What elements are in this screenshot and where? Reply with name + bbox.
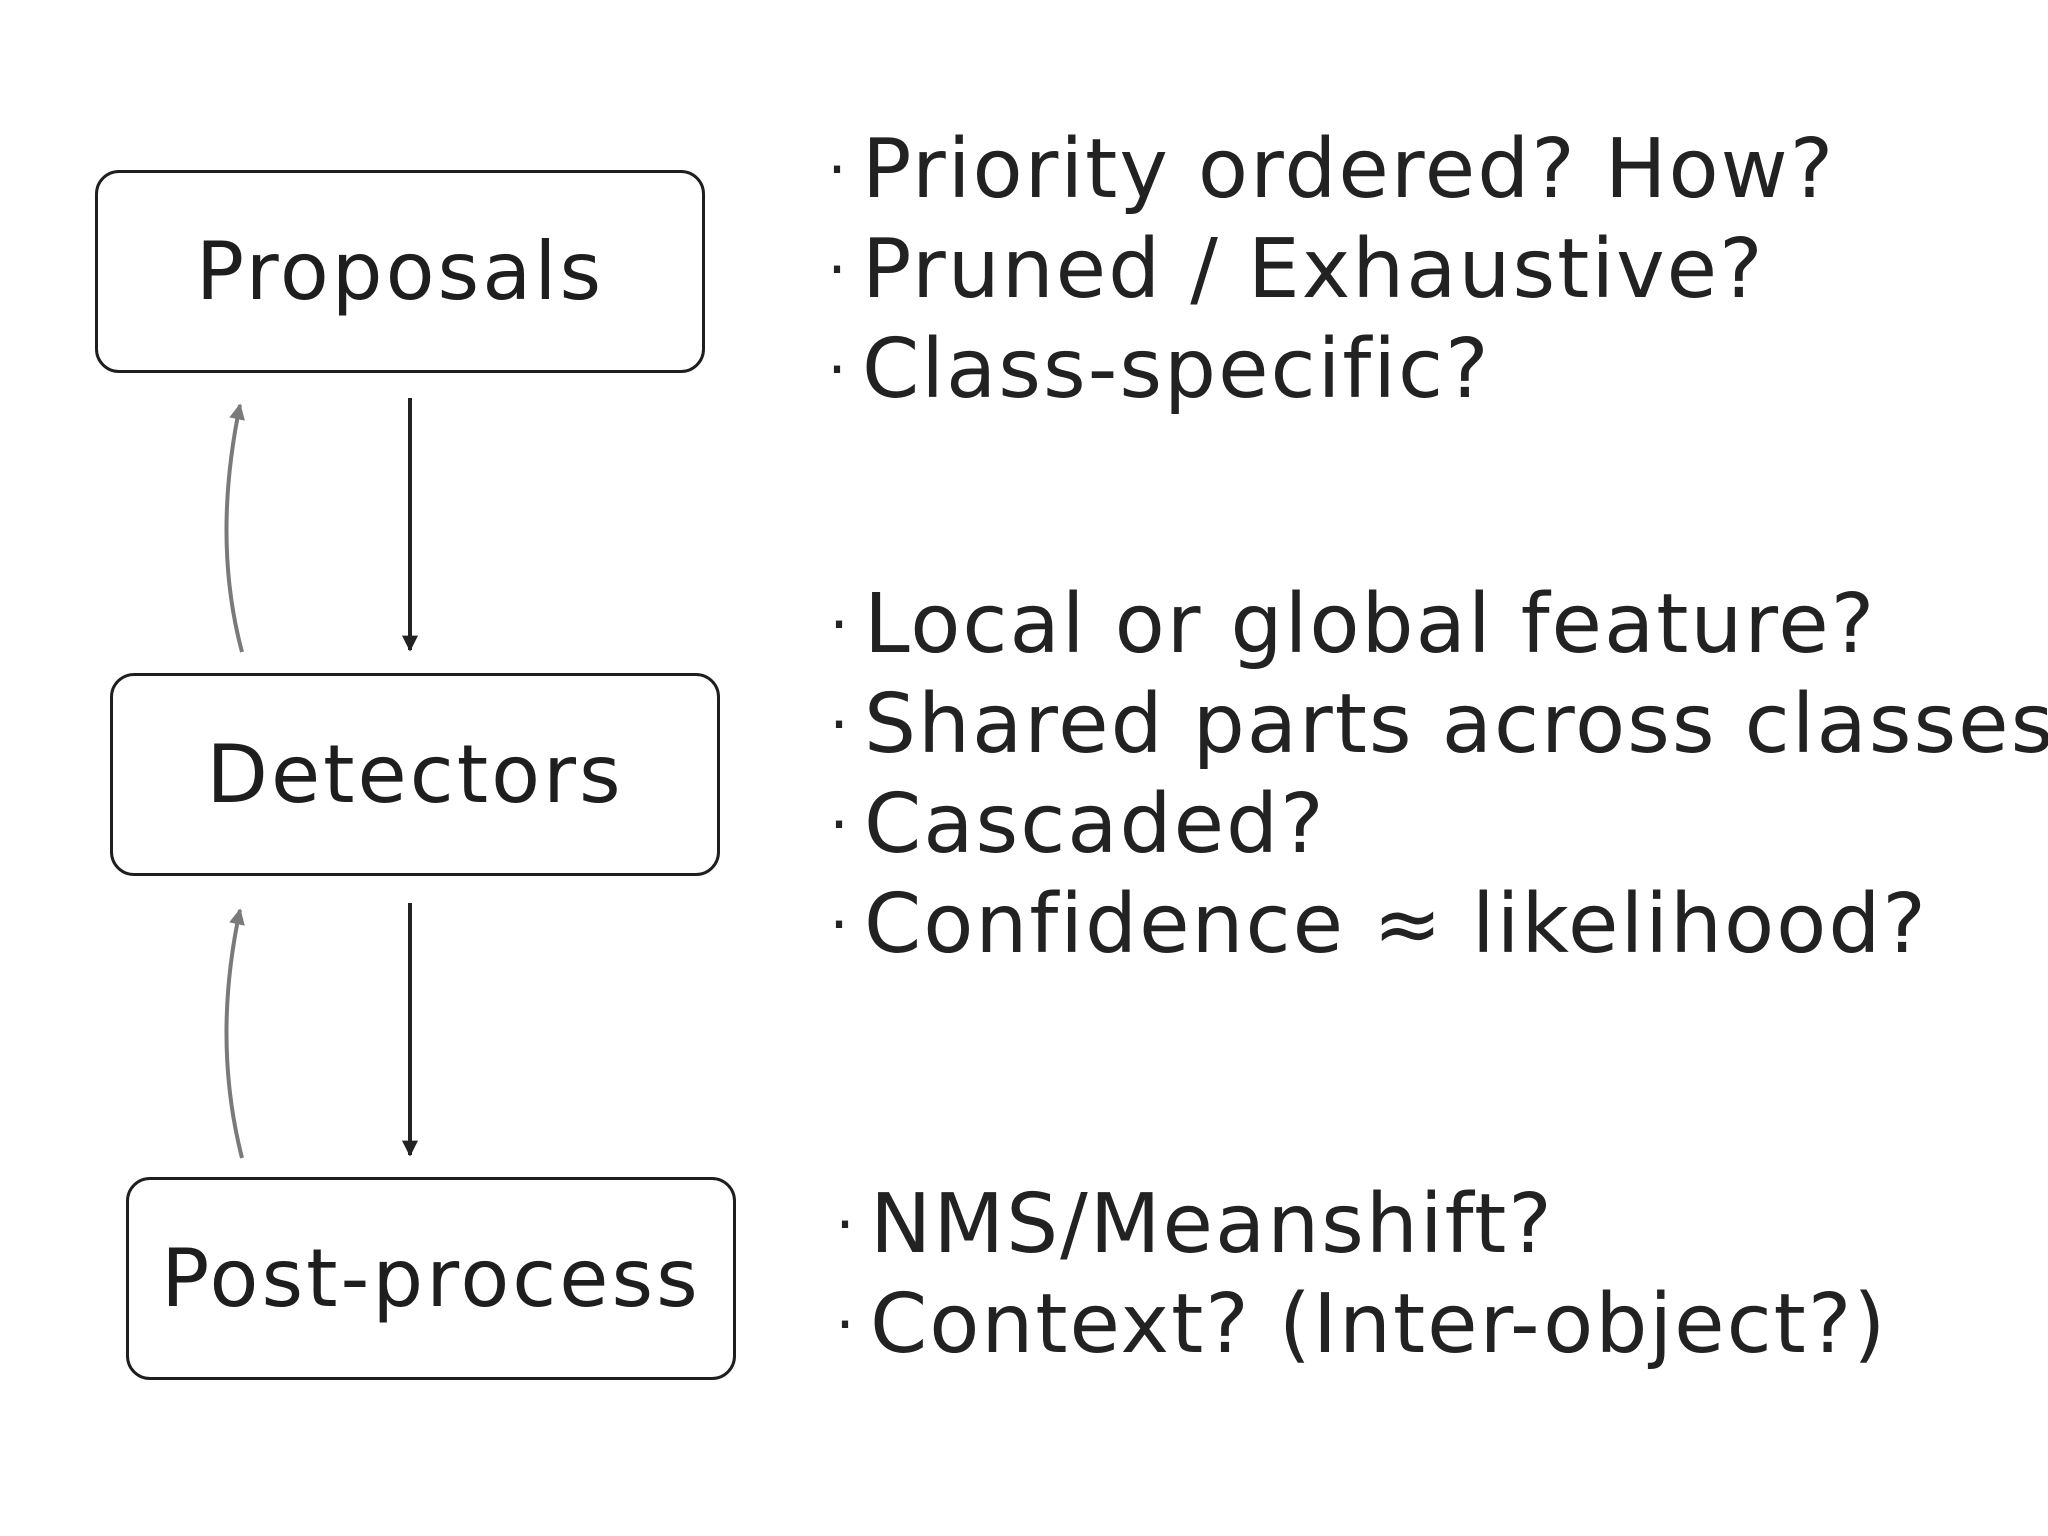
question-item: ·Confidence ≈ likelihood? [822, 875, 2048, 975]
bullet-dot: · [829, 590, 851, 660]
detectors-questions: ·Local or global feature? ·Shared parts … [822, 575, 2048, 975]
bullet-dot: · [829, 690, 851, 760]
bullet-dot: · [835, 1190, 857, 1260]
proposals-label: Proposals [195, 225, 605, 318]
proposals-questions: ·Priority ordered? How? ·Pruned / Exhaus… [820, 120, 1835, 420]
bullet-dot: · [827, 135, 849, 205]
bullet-dot: · [829, 890, 851, 960]
post-process-label: Post-process [161, 1232, 701, 1325]
question-text: Pruned / Exhaustive? [862, 222, 1765, 317]
question-text: Local or global feature? [864, 577, 1877, 672]
question-item: ·Pruned / Exhaustive? [820, 220, 1835, 320]
question-text: Shared parts across classes? [864, 677, 2048, 772]
question-text: Cascaded? [864, 777, 1326, 872]
question-item: ·Shared parts across classes? [822, 675, 2048, 775]
question-item: ·Local or global feature? [822, 575, 2048, 675]
question-item: ·Context? (Inter-object?) [828, 1275, 1887, 1375]
question-item: ·Cascaded? [822, 775, 2048, 875]
question-item: ·Priority ordered? How? [820, 120, 1835, 220]
post-process-questions: ·NMS/Meanshift? ·Context? (Inter-object?… [828, 1175, 1887, 1375]
question-text: Class-specific? [862, 322, 1491, 417]
question-text: NMS/Meanshift? [870, 1177, 1554, 1272]
question-text: Confidence ≈ likelihood? [864, 877, 1928, 972]
bullet-dot: · [829, 790, 851, 860]
post-process-box: Post-process [126, 1177, 736, 1380]
question-item: ·Class-specific? [820, 320, 1835, 420]
proposals-box: Proposals [95, 170, 705, 373]
question-text: Context? (Inter-object?) [870, 1277, 1888, 1372]
detectors-label: Detectors [206, 728, 624, 821]
detectors-box: Detectors [110, 673, 720, 876]
bullet-dot: · [827, 335, 849, 405]
question-text: Priority ordered? How? [862, 122, 1836, 217]
bullet-dot: · [835, 1290, 857, 1360]
bullet-dot: · [827, 235, 849, 305]
feedback-arrow-detectors-to-proposals [224, 403, 245, 653]
question-item: ·NMS/Meanshift? [828, 1175, 1887, 1275]
feedback-arrow-post-process-to-detectors [224, 908, 245, 1159]
